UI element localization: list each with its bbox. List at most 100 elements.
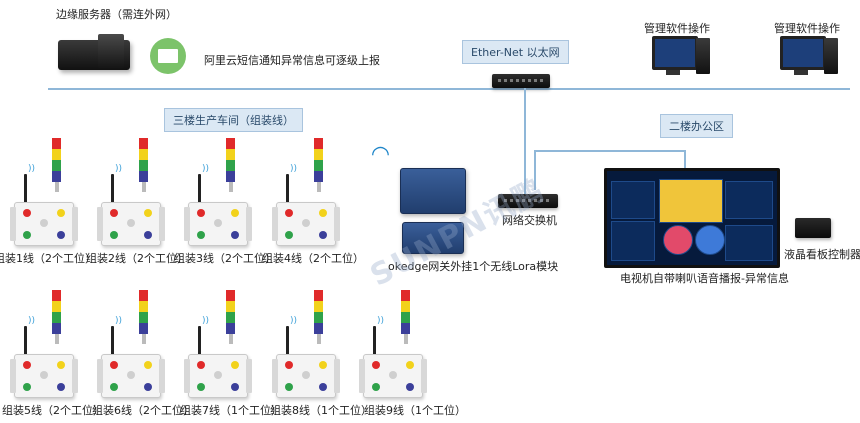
call-button (144, 231, 152, 239)
call-button (302, 371, 310, 379)
call-button (319, 361, 327, 369)
andon-tower-light (226, 138, 235, 192)
wireless-signal-icon: )) (115, 316, 123, 326)
pc1-stand (666, 70, 680, 75)
call-button (57, 209, 65, 217)
andon-tower-light (139, 290, 148, 344)
call-button-box (272, 354, 340, 398)
office-branch-line (534, 150, 684, 152)
call-button (231, 361, 239, 369)
call-button (23, 209, 31, 217)
call-button (406, 361, 414, 369)
wireless-signal-icon: )) (28, 164, 36, 174)
ethernet-tag: Ether-Net 以太网 (462, 40, 569, 64)
antenna-icon (373, 326, 376, 356)
call-button (197, 383, 205, 391)
office-to-tv-line (534, 150, 536, 190)
andon-tower-light (401, 290, 410, 344)
assembly-line-label: 组装2线（2个工位） (86, 252, 188, 265)
pc2-label: 管理软件操作 (774, 22, 840, 35)
call-button (319, 383, 327, 391)
antenna-icon (286, 326, 289, 356)
pc1-label: 管理软件操作 (644, 22, 710, 35)
call-button-box (359, 354, 427, 398)
call-button (110, 231, 118, 239)
call-button (285, 361, 293, 369)
call-button-box (10, 202, 78, 246)
call-button (197, 231, 205, 239)
andon-tower-light (52, 290, 61, 344)
call-button (144, 209, 152, 217)
assembly-line-label: 组装1线（2个工位） (0, 252, 96, 265)
pc2-tower-icon (824, 38, 838, 74)
wireless-signal-icon: )) (290, 316, 298, 326)
call-button (389, 371, 397, 379)
antenna-icon (286, 174, 289, 204)
call-button (40, 371, 48, 379)
andon-tower-light (314, 290, 323, 344)
sms-message-icon (150, 38, 186, 74)
office-vertical-line (684, 150, 686, 170)
call-button (127, 219, 135, 227)
call-button-box (97, 202, 165, 246)
call-button (319, 209, 327, 217)
call-button (319, 231, 327, 239)
call-button (110, 209, 118, 217)
antenna-icon (198, 174, 201, 204)
pc1-monitor-icon (652, 36, 698, 70)
call-button (144, 361, 152, 369)
pc2-monitor-icon (780, 36, 826, 70)
call-button-box (184, 354, 252, 398)
assembly-line-label: 组装8线（1个工位） (270, 404, 372, 417)
call-button (127, 371, 135, 379)
andon-tower-light (226, 290, 235, 344)
antenna-icon (111, 174, 114, 204)
gateway-device-icon (400, 168, 466, 214)
wireless-signal-icon: )) (290, 164, 298, 174)
sms-notify-label: 阿里云短信通知异常信息可逐级上报 (204, 54, 380, 67)
call-button (110, 361, 118, 369)
call-button (231, 231, 239, 239)
call-button (197, 209, 205, 217)
call-button (406, 383, 414, 391)
edge-server-label: 边缘服务器（需连外网） (56, 8, 177, 21)
call-button (57, 231, 65, 239)
assembly-line-label: 组装7线（1个工位） (180, 404, 282, 417)
call-button (23, 361, 31, 369)
edge-server-icon (58, 34, 130, 70)
lcd-controller-label: 液晶看板控制器 (784, 248, 860, 261)
pc2-stand (794, 70, 808, 75)
call-button (231, 383, 239, 391)
call-button-box (184, 202, 252, 246)
call-button (23, 383, 31, 391)
call-button (197, 361, 205, 369)
wireless-signal-icon: )) (28, 316, 36, 326)
call-button (144, 383, 152, 391)
assembly-line-label: 组装4线（2个工位） (262, 252, 364, 265)
andon-tower-light (139, 138, 148, 192)
tv-label: 电视机自带喇叭语音播报-异常信息 (620, 272, 789, 285)
switch-down-line (524, 88, 526, 194)
assembly-line-label: 组装6线（2个工位） (92, 404, 194, 417)
wireless-signal-icon: )) (202, 316, 210, 326)
call-button (57, 361, 65, 369)
call-button (110, 383, 118, 391)
core-switch-icon (492, 74, 550, 88)
call-button (214, 371, 222, 379)
network-switch-label: 网络交换机 (502, 214, 557, 227)
andon-tower-light (314, 138, 323, 192)
ethernet-backbone-line (48, 88, 850, 90)
antenna-icon (24, 326, 27, 356)
lora-module-icon (402, 222, 464, 254)
call-button (214, 219, 222, 227)
call-button (285, 209, 293, 217)
office-tag: 二楼办公区 (660, 114, 733, 138)
antenna-icon (111, 326, 114, 356)
call-button-box (97, 354, 165, 398)
assembly-line-label: 组装5线（2个工位） (2, 404, 104, 417)
call-button-box (272, 202, 340, 246)
call-button (285, 383, 293, 391)
antenna-icon (24, 174, 27, 204)
wireless-signal-icon: )) (377, 316, 385, 326)
call-button (302, 219, 310, 227)
